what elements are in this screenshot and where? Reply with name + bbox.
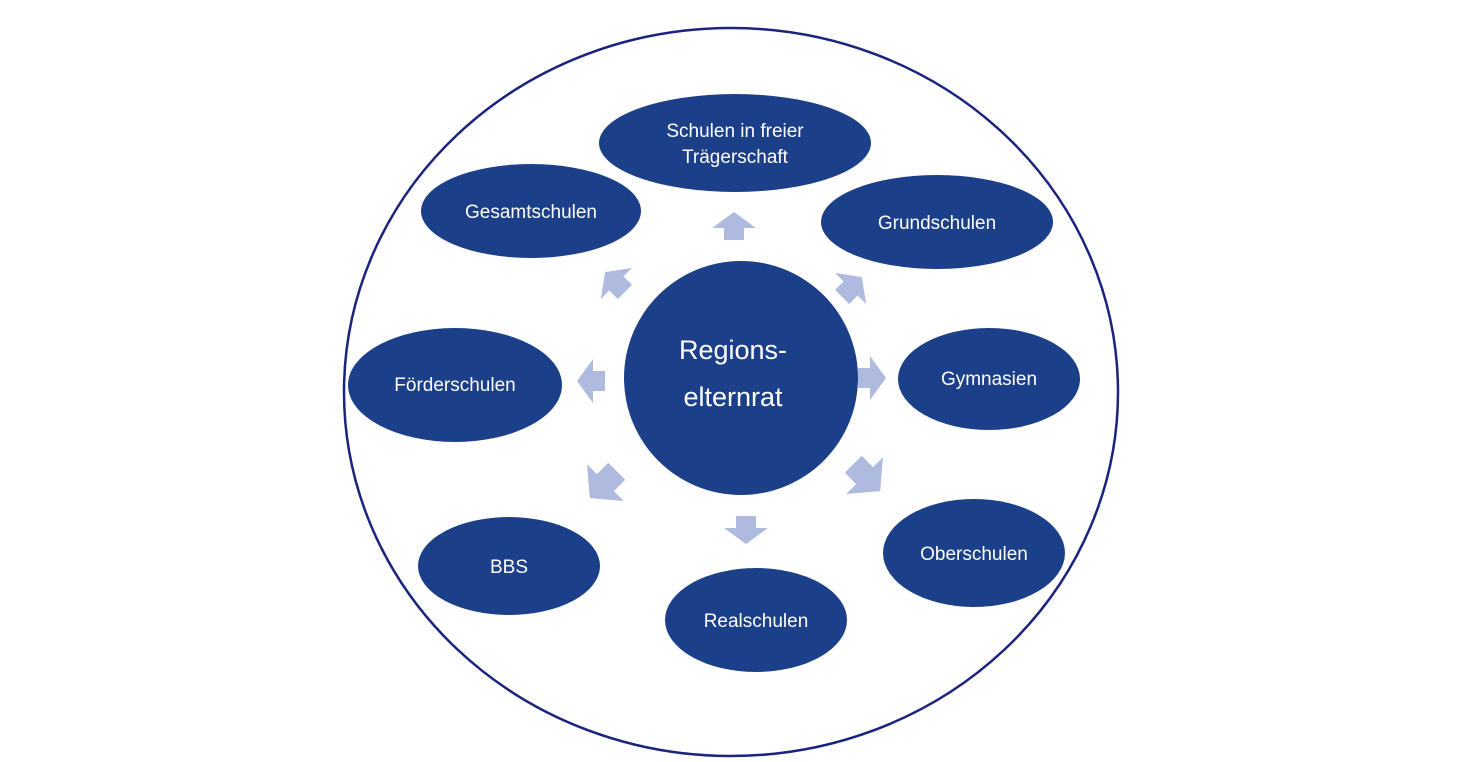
arrow-to-bbs	[587, 462, 626, 501]
node-gymnasien-label: Gymnasien	[941, 369, 1037, 390]
node-gesamtschulen	[421, 164, 641, 258]
node-traegerschaft-label-line1: Schulen in freier	[666, 121, 804, 142]
node-realschulen-label: Realschulen	[704, 611, 809, 632]
node-grundschulen-label: Grundschulen	[878, 213, 996, 234]
arrow-to-grundschulen	[835, 272, 867, 304]
node-traegerschaft-label-line2: Trägerschaft	[682, 147, 789, 168]
node-foerderschulen-label: Förderschulen	[394, 375, 515, 396]
arrow-to-foerderschulen	[577, 359, 605, 403]
node-traegerschaft	[599, 94, 871, 192]
node-bbs	[418, 517, 600, 615]
node-oberschulen	[883, 499, 1065, 607]
node-oberschulen-label: Oberschulen	[920, 544, 1028, 565]
node-foerderschulen	[348, 328, 562, 442]
arrow-to-realschulen	[724, 516, 768, 544]
center-node	[624, 261, 858, 495]
node-grundschulen	[821, 175, 1053, 269]
center-label-line2: elternrat	[683, 382, 783, 412]
node-realschulen	[665, 568, 847, 672]
center-label-line1: Regions-	[679, 335, 787, 365]
arrow-to-oberschulen	[844, 455, 883, 494]
node-gymnasien	[898, 328, 1080, 430]
arrow-to-traegerschaft	[712, 212, 756, 240]
outer-circle	[342, 26, 1120, 758]
arrow-to-gesamtschulen	[600, 267, 632, 299]
node-bbs-label: BBS	[490, 557, 528, 578]
node-gesamtschulen-label: Gesamtschulen	[465, 202, 597, 223]
arrow-to-gymnasien	[858, 356, 886, 400]
